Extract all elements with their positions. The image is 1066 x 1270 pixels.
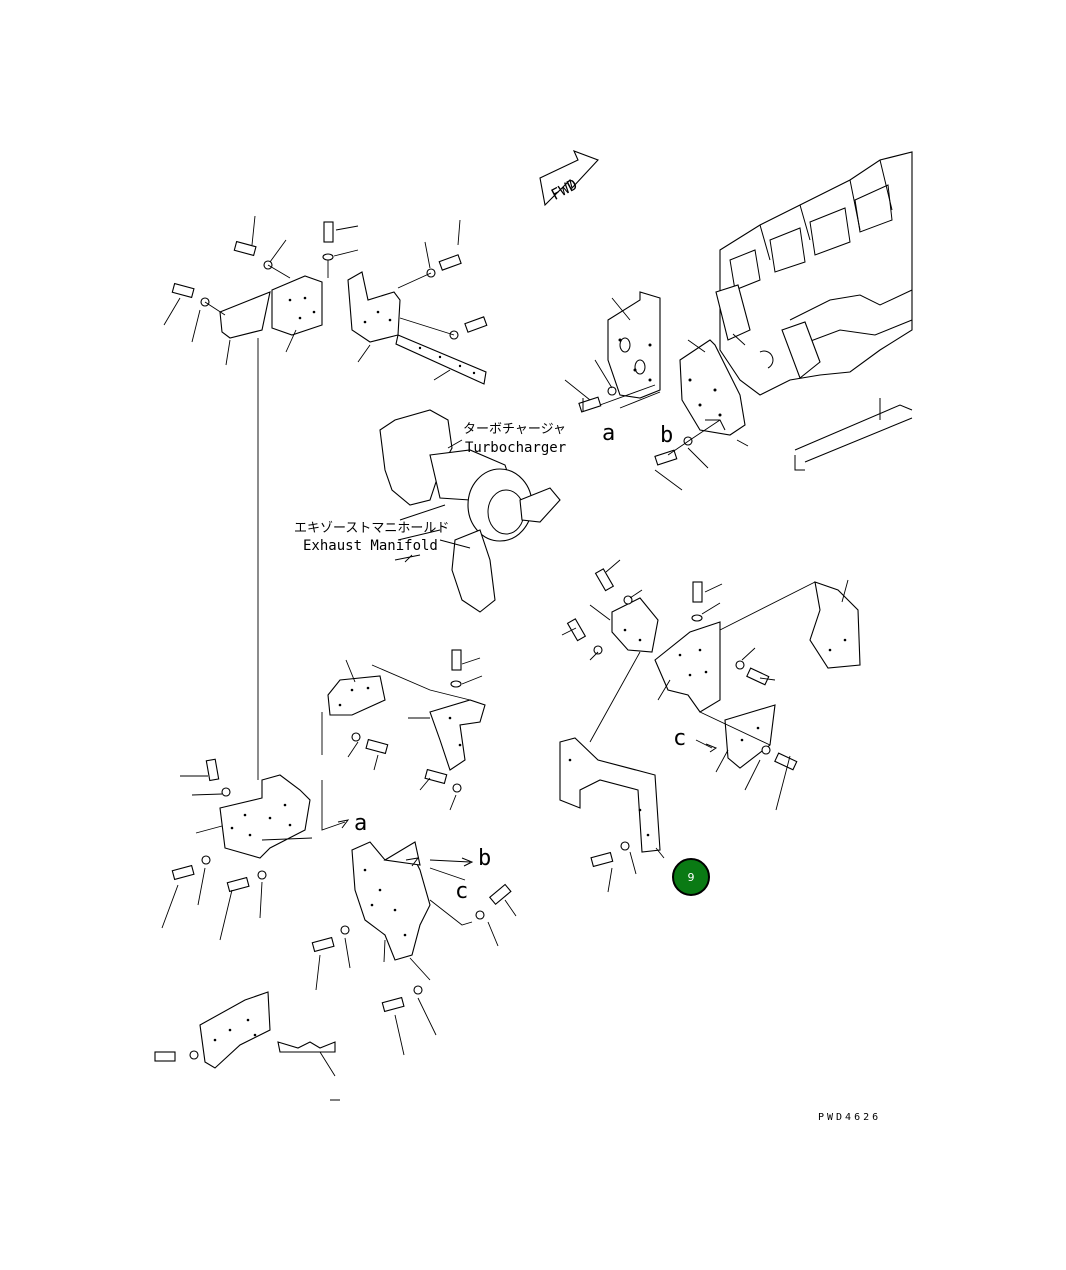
bolt-icon [654, 449, 678, 466]
bolt-icon [171, 864, 195, 881]
bolt-icon [451, 649, 462, 671]
figure-code: PWD4626 [818, 1112, 881, 1123]
view-label-c-lower: c [455, 879, 468, 904]
lower-center-bracket [311, 841, 517, 1056]
engine-block [715, 151, 913, 471]
bolt-icon [381, 996, 405, 1013]
upper-left-bracket-assembly [163, 215, 488, 780]
badge-number: 9 [688, 871, 695, 884]
lower-left-bracket [161, 758, 350, 941]
bolt-icon [578, 396, 602, 413]
center-bracket [321, 649, 486, 811]
bolt-icon [590, 851, 614, 868]
badge-circle[interactable] [672, 858, 710, 896]
bolt-icon [566, 618, 587, 642]
bolt-icon [438, 254, 462, 271]
view-label-a-lower: a [354, 811, 367, 836]
fwd-arrow: FWD [539, 150, 599, 207]
bolt-icon [464, 316, 488, 333]
bolt-icon [233, 240, 257, 257]
bolt-icon [774, 752, 798, 771]
view-label-a-upper: a [602, 421, 615, 446]
item-number-badge[interactable]: 9 [672, 858, 710, 896]
bracket-a-upper [607, 291, 661, 399]
view-label-b-lower: b [478, 846, 491, 871]
turbocharger-en-label: Turbocharger [465, 440, 566, 456]
bolt-icon [746, 667, 770, 686]
bolt-icon [226, 876, 250, 893]
turbocharger: ターボチャージャ Turbocharger エキゾーストマニホールド Exhau… [294, 409, 566, 613]
middle-right-brackets [559, 559, 861, 893]
bolt-icon [171, 282, 195, 299]
upper-right-bolts [564, 297, 749, 491]
view-label-b-upper: b [660, 423, 673, 448]
manifold-en-label: Exhaust Manifold [303, 538, 438, 554]
turbocharger-jp-label: ターボチャージャ [463, 422, 566, 437]
bracket-b-upper [679, 339, 746, 436]
bottom-left-bracket [154, 991, 340, 1101]
bolt-icon [488, 883, 512, 906]
manifold-jp-label: エキゾーストマニホールド [294, 521, 449, 536]
view-label-c-mid: c [673, 726, 686, 751]
bolt-icon [311, 936, 335, 953]
bolt-icon [205, 758, 220, 782]
bolt-icon [365, 738, 389, 755]
bolt-icon [692, 581, 703, 603]
bolt-icon [594, 568, 615, 592]
bolt-icon [154, 1051, 176, 1062]
bolt-icon [424, 768, 448, 785]
bolt-icon [323, 221, 334, 243]
